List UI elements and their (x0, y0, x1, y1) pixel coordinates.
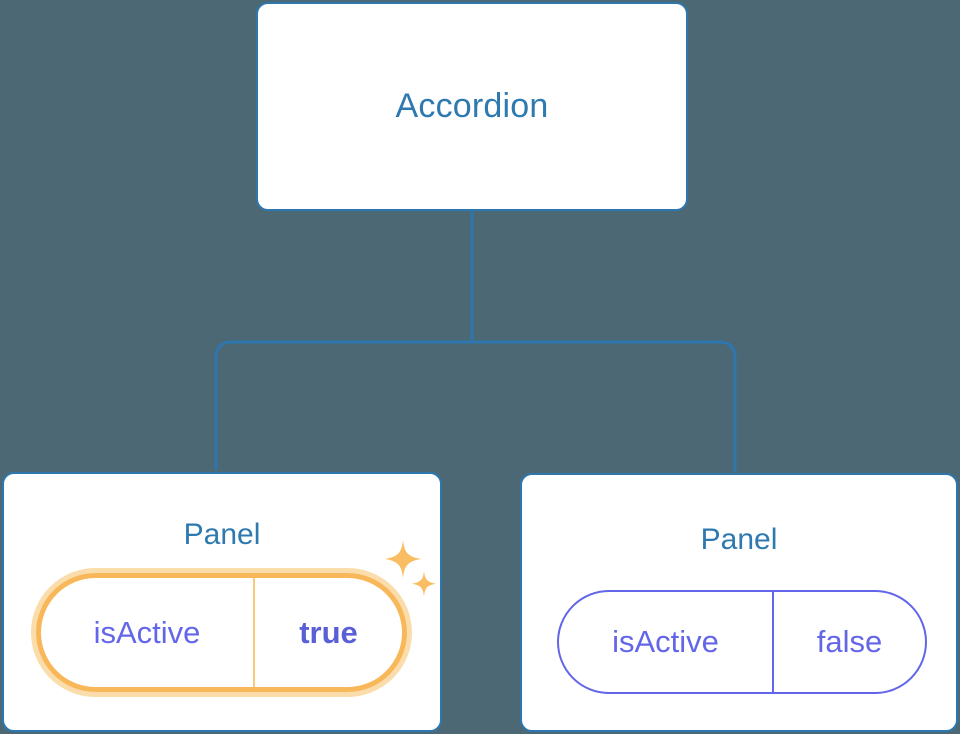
prop-pill-left-wrapper: isActive true (31, 568, 412, 697)
node-panel-left-title: Panel (183, 518, 261, 551)
prop-pill-right[interactable]: isActive false (557, 590, 927, 694)
prop-pill-right-value: false (816, 624, 883, 659)
prop-pill-left-glow-ring (31, 568, 412, 697)
node-accordion-title: Accordion (395, 87, 549, 125)
node-panel-right[interactable]: Panel isActive false (520, 473, 958, 732)
prop-pill-left[interactable]: isActive true (36, 573, 407, 692)
prop-pill-left-key: isActive (41, 578, 255, 687)
prop-pill-right-key: isActive (559, 592, 774, 692)
node-panel-right-title: Panel (700, 523, 778, 556)
connector-bus (214, 340, 737, 472)
prop-pill-left-value: true (299, 614, 358, 650)
node-accordion[interactable]: Accordion (256, 2, 688, 211)
